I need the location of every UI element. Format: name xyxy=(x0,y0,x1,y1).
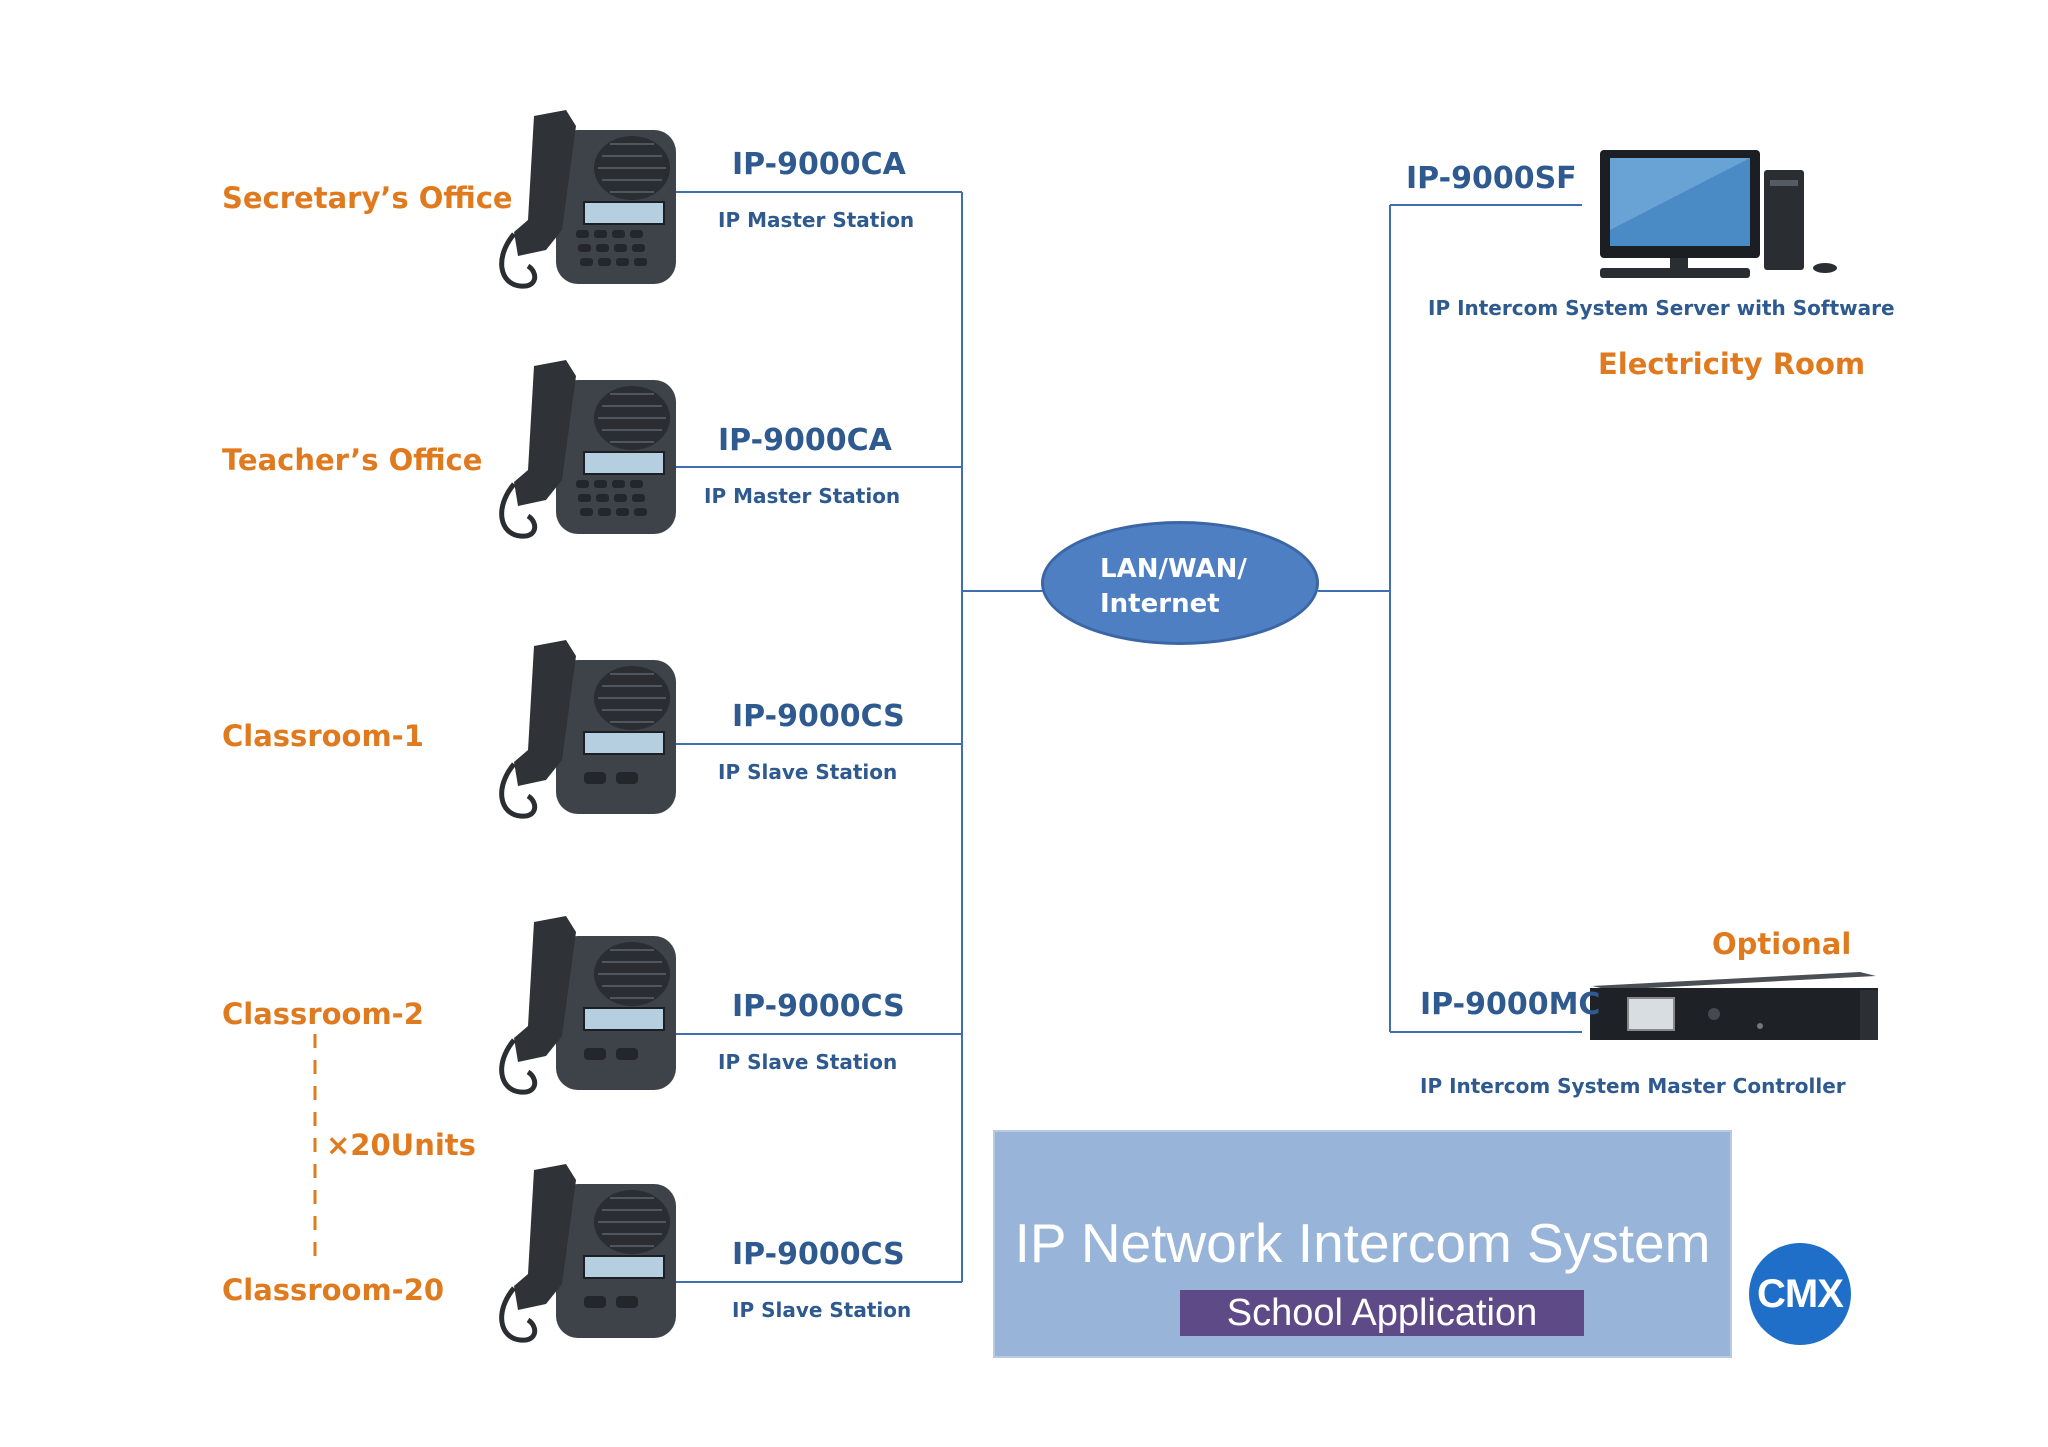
location-classroom-20: Classroom-20 xyxy=(222,1273,445,1307)
station-description: IP Master Station xyxy=(704,484,901,508)
slave-station-phone-icon xyxy=(502,1164,676,1340)
station-model: IP-9000CA xyxy=(732,147,906,182)
banner-subtitle-background xyxy=(1180,1290,1584,1336)
station-model: IP-9000CS xyxy=(732,989,905,1024)
network-label-line-1: LAN/WAN/ xyxy=(1100,554,1247,584)
location-secretary-office: Secretary’s Office xyxy=(222,181,513,215)
network-label: LAN/WAN/ Internet xyxy=(1100,552,1300,622)
slave-station-phone-icon xyxy=(502,916,676,1092)
station-description: IP Slave Station xyxy=(732,1298,912,1322)
network-label-line-2: Internet xyxy=(1100,589,1220,619)
station-model: IP-9000CS xyxy=(732,1237,905,1272)
cmx-logo: CMX xyxy=(1749,1243,1851,1345)
master-controller-icon xyxy=(1590,972,1878,1040)
station-model: IP-9000CS xyxy=(732,699,905,734)
station-description: IP Master Station xyxy=(718,208,915,232)
station-description: IP Slave Station xyxy=(718,1050,898,1074)
location-classroom-1: Classroom-1 xyxy=(222,719,424,753)
server-model: IP-9000SF xyxy=(1406,161,1577,196)
master-station-phone-icon xyxy=(502,360,676,536)
slave-station-phone-icon xyxy=(502,640,676,816)
network-cloud xyxy=(1041,521,1319,645)
banner-subtitle: School Application xyxy=(1226,1292,1538,1334)
server-description: IP Intercom System Server with Software xyxy=(1428,296,1895,320)
controller-model: IP-9000MC xyxy=(1420,987,1601,1022)
optional-tag: Optional xyxy=(1712,927,1852,961)
server-computer-icon xyxy=(1600,150,1837,278)
location-electricity-room: Electricity Room xyxy=(1598,347,1866,381)
master-station-phone-icon xyxy=(502,110,676,286)
station-description: IP Slave Station xyxy=(718,760,898,784)
connection-lines xyxy=(664,191,1582,1283)
controller-description: IP Intercom System Master Controller xyxy=(1420,1074,1846,1098)
station-model: IP-9000CA xyxy=(718,423,892,458)
banner-title: IP Network Intercom System xyxy=(1014,1212,1711,1274)
location-teacher-office: Teacher’s Office xyxy=(222,443,483,477)
units-count: ×20Units xyxy=(326,1128,476,1162)
location-classroom-2: Classroom-2 xyxy=(222,997,424,1031)
